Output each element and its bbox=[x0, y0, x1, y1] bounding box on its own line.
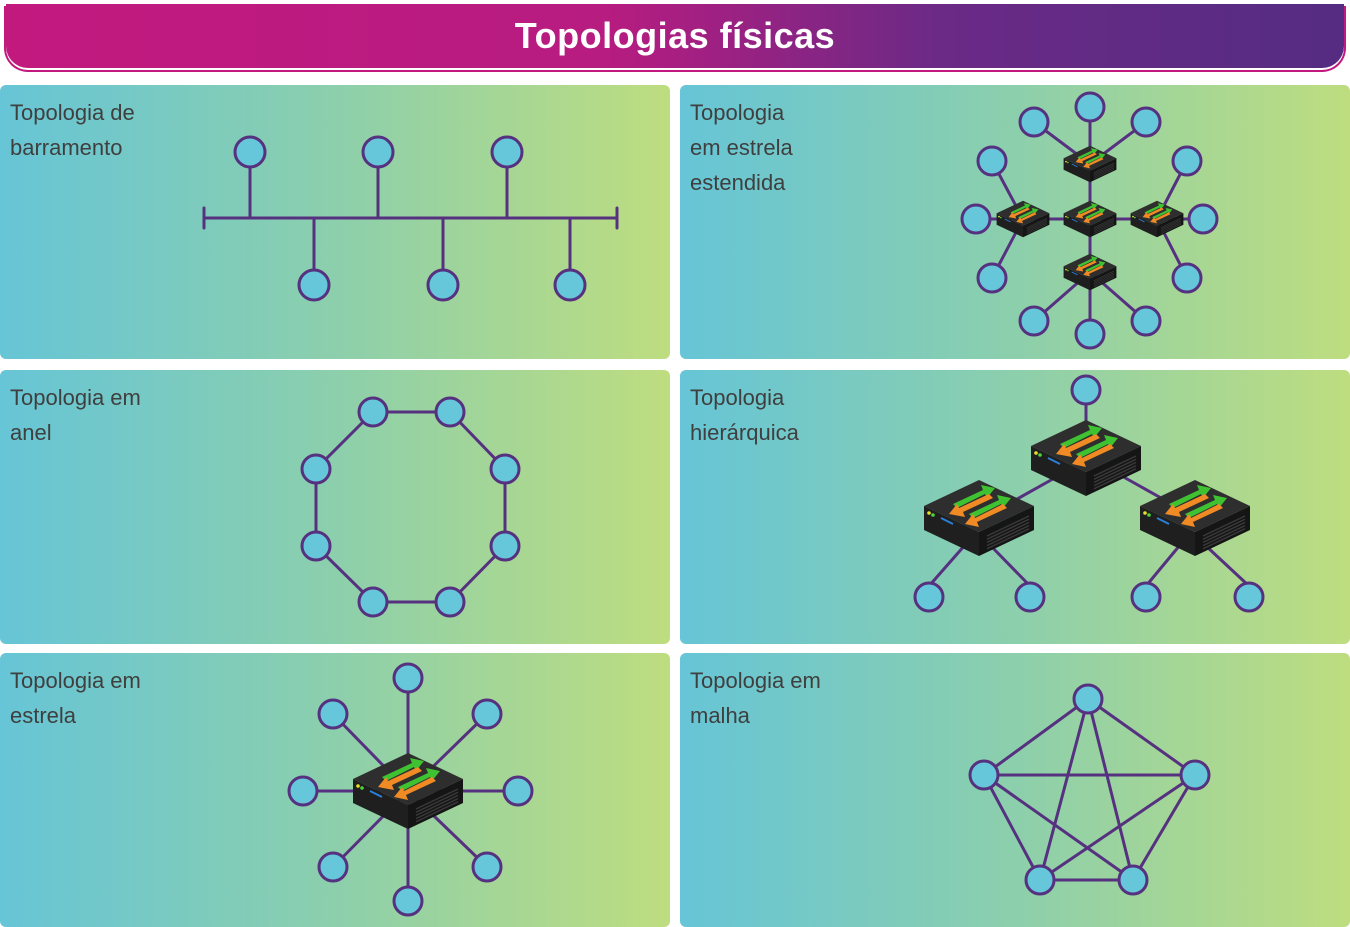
ring-diagram bbox=[300, 396, 521, 618]
link-line bbox=[1086, 697, 1135, 882]
node-icon bbox=[1130, 305, 1162, 337]
network-switch-icon bbox=[1130, 200, 1184, 238]
link-line bbox=[927, 543, 967, 588]
node-icon bbox=[357, 586, 389, 618]
node-icon bbox=[1072, 683, 1104, 715]
link-line bbox=[1086, 697, 1197, 777]
link-line bbox=[1144, 543, 1182, 588]
panel-label: Topologia hierárquica bbox=[690, 385, 799, 445]
node-icon bbox=[1074, 91, 1106, 123]
link-line bbox=[982, 697, 1090, 777]
network-switch-icon bbox=[1063, 200, 1117, 238]
panel-ring-topology: Topologia em anel bbox=[0, 370, 670, 644]
page-title: Topologias físicas bbox=[514, 15, 836, 56]
node-icon bbox=[434, 396, 466, 428]
title-bar: Topologias físicas bbox=[6, 4, 1344, 68]
panel-label: Topologia em estrela estendida bbox=[690, 100, 793, 195]
panel-mesh-topology: Topologia em malha bbox=[680, 653, 1350, 927]
node-icon bbox=[317, 698, 349, 730]
node-icon bbox=[426, 268, 460, 302]
node-icon bbox=[1117, 864, 1149, 896]
node-icon bbox=[471, 698, 503, 730]
panel-bus-topology: Topologia de barramento bbox=[0, 85, 670, 359]
node-icon bbox=[357, 396, 389, 428]
node-icon bbox=[1179, 759, 1211, 791]
extended-star-diagram bbox=[960, 91, 1219, 350]
link-line bbox=[1038, 773, 1197, 882]
star-diagram bbox=[287, 662, 534, 917]
node-icon bbox=[1187, 203, 1219, 235]
node-icon bbox=[489, 530, 521, 562]
network-switch-icon bbox=[1031, 420, 1141, 496]
node-icon bbox=[968, 759, 1000, 791]
node-icon bbox=[489, 453, 521, 485]
node-icon bbox=[502, 775, 534, 807]
panel-label: Topologia em anel bbox=[10, 385, 141, 445]
bus-diagram bbox=[202, 135, 619, 302]
node-icon bbox=[287, 775, 319, 807]
node-icon bbox=[1014, 581, 1046, 613]
network-switch-icon bbox=[1063, 145, 1117, 183]
node-icon bbox=[976, 145, 1008, 177]
node-icon bbox=[1024, 864, 1056, 896]
node-icon bbox=[976, 262, 1008, 294]
link-line bbox=[988, 543, 1032, 588]
panel-star-topology: Topologia em estrela bbox=[0, 653, 670, 927]
panel-label: Topologia em estrela bbox=[10, 668, 141, 728]
node-icon bbox=[1070, 374, 1102, 406]
node-icon bbox=[1130, 581, 1162, 613]
node-icon bbox=[913, 581, 945, 613]
panel-hierarchical-topology: Topologia hierárquica bbox=[680, 370, 1350, 644]
network-switch-icon bbox=[1140, 480, 1250, 556]
node-icon bbox=[300, 530, 332, 562]
mesh-diagram bbox=[968, 683, 1211, 896]
node-icon bbox=[1018, 305, 1050, 337]
link-line bbox=[1203, 543, 1251, 588]
panel-extended-star-topology: Topologia em estrela estendida bbox=[680, 85, 1350, 359]
link-line bbox=[982, 773, 1042, 882]
node-icon bbox=[1018, 106, 1050, 138]
node-icon bbox=[490, 135, 524, 169]
node-icon bbox=[361, 135, 395, 169]
node-icon bbox=[1171, 145, 1203, 177]
panel-label: Topologia em malha bbox=[690, 668, 821, 728]
node-icon bbox=[471, 851, 503, 883]
node-icon bbox=[1074, 318, 1106, 350]
node-icon bbox=[434, 586, 466, 618]
node-icon bbox=[297, 268, 331, 302]
network-switch-icon bbox=[353, 753, 463, 829]
node-icon bbox=[233, 135, 267, 169]
node-icon bbox=[553, 268, 587, 302]
title-bar-outline bbox=[4, 6, 1346, 72]
node-icon bbox=[1130, 106, 1162, 138]
link-line bbox=[982, 773, 1135, 882]
node-icon bbox=[317, 851, 349, 883]
panel-label: Topologia de barramento bbox=[10, 100, 135, 160]
network-switch-icon bbox=[996, 200, 1050, 238]
node-icon bbox=[1233, 581, 1265, 613]
node-icon bbox=[392, 662, 424, 694]
node-icon bbox=[1171, 262, 1203, 294]
link-line bbox=[1131, 773, 1197, 882]
network-switch-icon bbox=[1063, 253, 1117, 291]
network-switch-icon bbox=[924, 480, 1034, 556]
node-icon bbox=[392, 885, 424, 917]
node-icon bbox=[960, 203, 992, 235]
ring-line bbox=[314, 410, 507, 604]
hierarchical-diagram bbox=[913, 374, 1265, 613]
link-line bbox=[1038, 697, 1090, 882]
node-icon bbox=[300, 453, 332, 485]
